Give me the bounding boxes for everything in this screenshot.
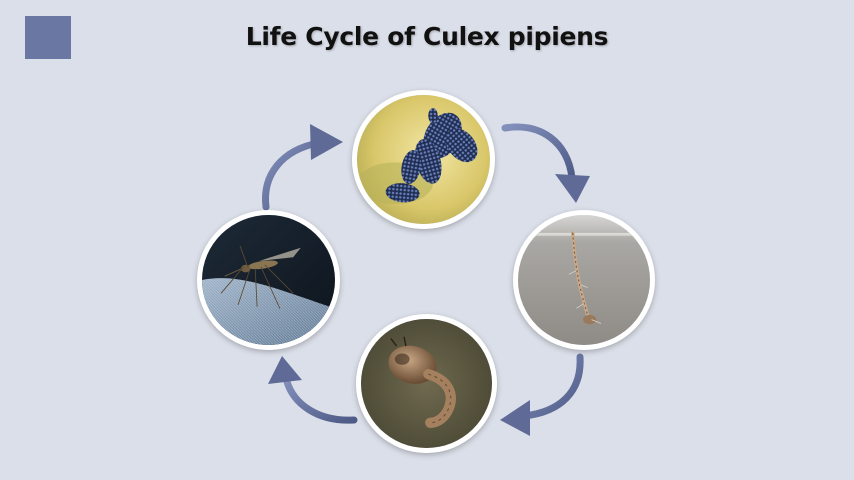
arrow-adult-to-eggs xyxy=(265,124,343,207)
larva-photo xyxy=(518,215,650,345)
arrow-larva-to-pupa xyxy=(500,357,580,436)
stage-adult xyxy=(197,210,340,350)
stage-pupa xyxy=(356,314,497,453)
arrow-eggs-to-larva xyxy=(505,127,590,203)
adult-mosquito-photo xyxy=(202,215,335,345)
stage-larva xyxy=(513,210,655,350)
arrow-pupa-to-adult xyxy=(268,356,354,420)
pupa-photo xyxy=(361,319,492,448)
stage-eggs xyxy=(352,90,495,229)
egg-raft-photo xyxy=(357,95,490,224)
